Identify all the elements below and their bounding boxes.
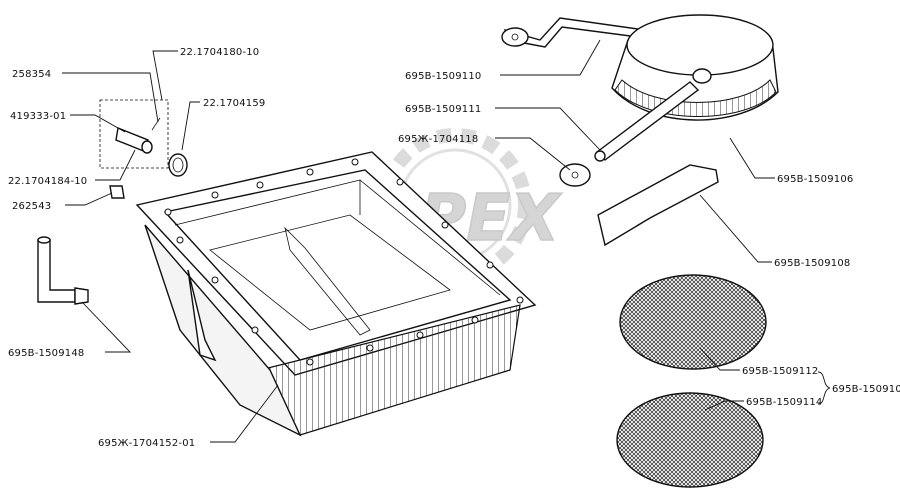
label-22-1704180-10: 22.1704180-10 (180, 47, 259, 58)
label-22-1704184-10: 22.1704184-10 (8, 176, 87, 187)
label-695v-1509106: 695В-1509106 (777, 174, 854, 185)
label-258354: 258354 (12, 69, 51, 80)
flange-118 (559, 163, 591, 187)
mesh-114 (616, 392, 764, 488)
elbow-pipe (37, 236, 89, 305)
sensor-part (99, 99, 169, 169)
leader-lines (62, 39, 831, 443)
part-labels: 258354 22.1704180-10 22.1704159 419333-0… (8, 47, 900, 449)
flange-bolt-holes (164, 158, 524, 366)
filter-housing (611, 14, 779, 121)
label-695v-1509108: 695В-1509108 (774, 258, 851, 269)
label-22-1704159: 22.1704159 (203, 98, 265, 109)
label-695zh-1704152-01: 695Ж-1704152-01 (98, 438, 195, 449)
label-695v-1509148: 695В-1509148 (8, 348, 85, 359)
label-419333-01: 419333-01 (10, 111, 66, 122)
label-695v-1509110: 695В-1509110 (405, 71, 482, 82)
bracket-108 (597, 164, 719, 247)
plug-bolt (109, 185, 125, 199)
gasket-ring (168, 153, 188, 177)
tube-111 (594, 68, 712, 162)
oil-pan (135, 151, 537, 437)
label-695v-1509111: 695В-1509111 (405, 104, 482, 115)
label-695v-1509109: 695В-1509109 (832, 384, 900, 395)
label-262543: 262543 (12, 201, 51, 212)
mesh-112 (619, 274, 767, 370)
label-695v-1509112: 695В-1509112 (742, 366, 819, 377)
label-695zh-1704118: 695Ж-1704118 (398, 134, 478, 145)
label-695v-1509114: 695В-1509114 (746, 397, 823, 408)
